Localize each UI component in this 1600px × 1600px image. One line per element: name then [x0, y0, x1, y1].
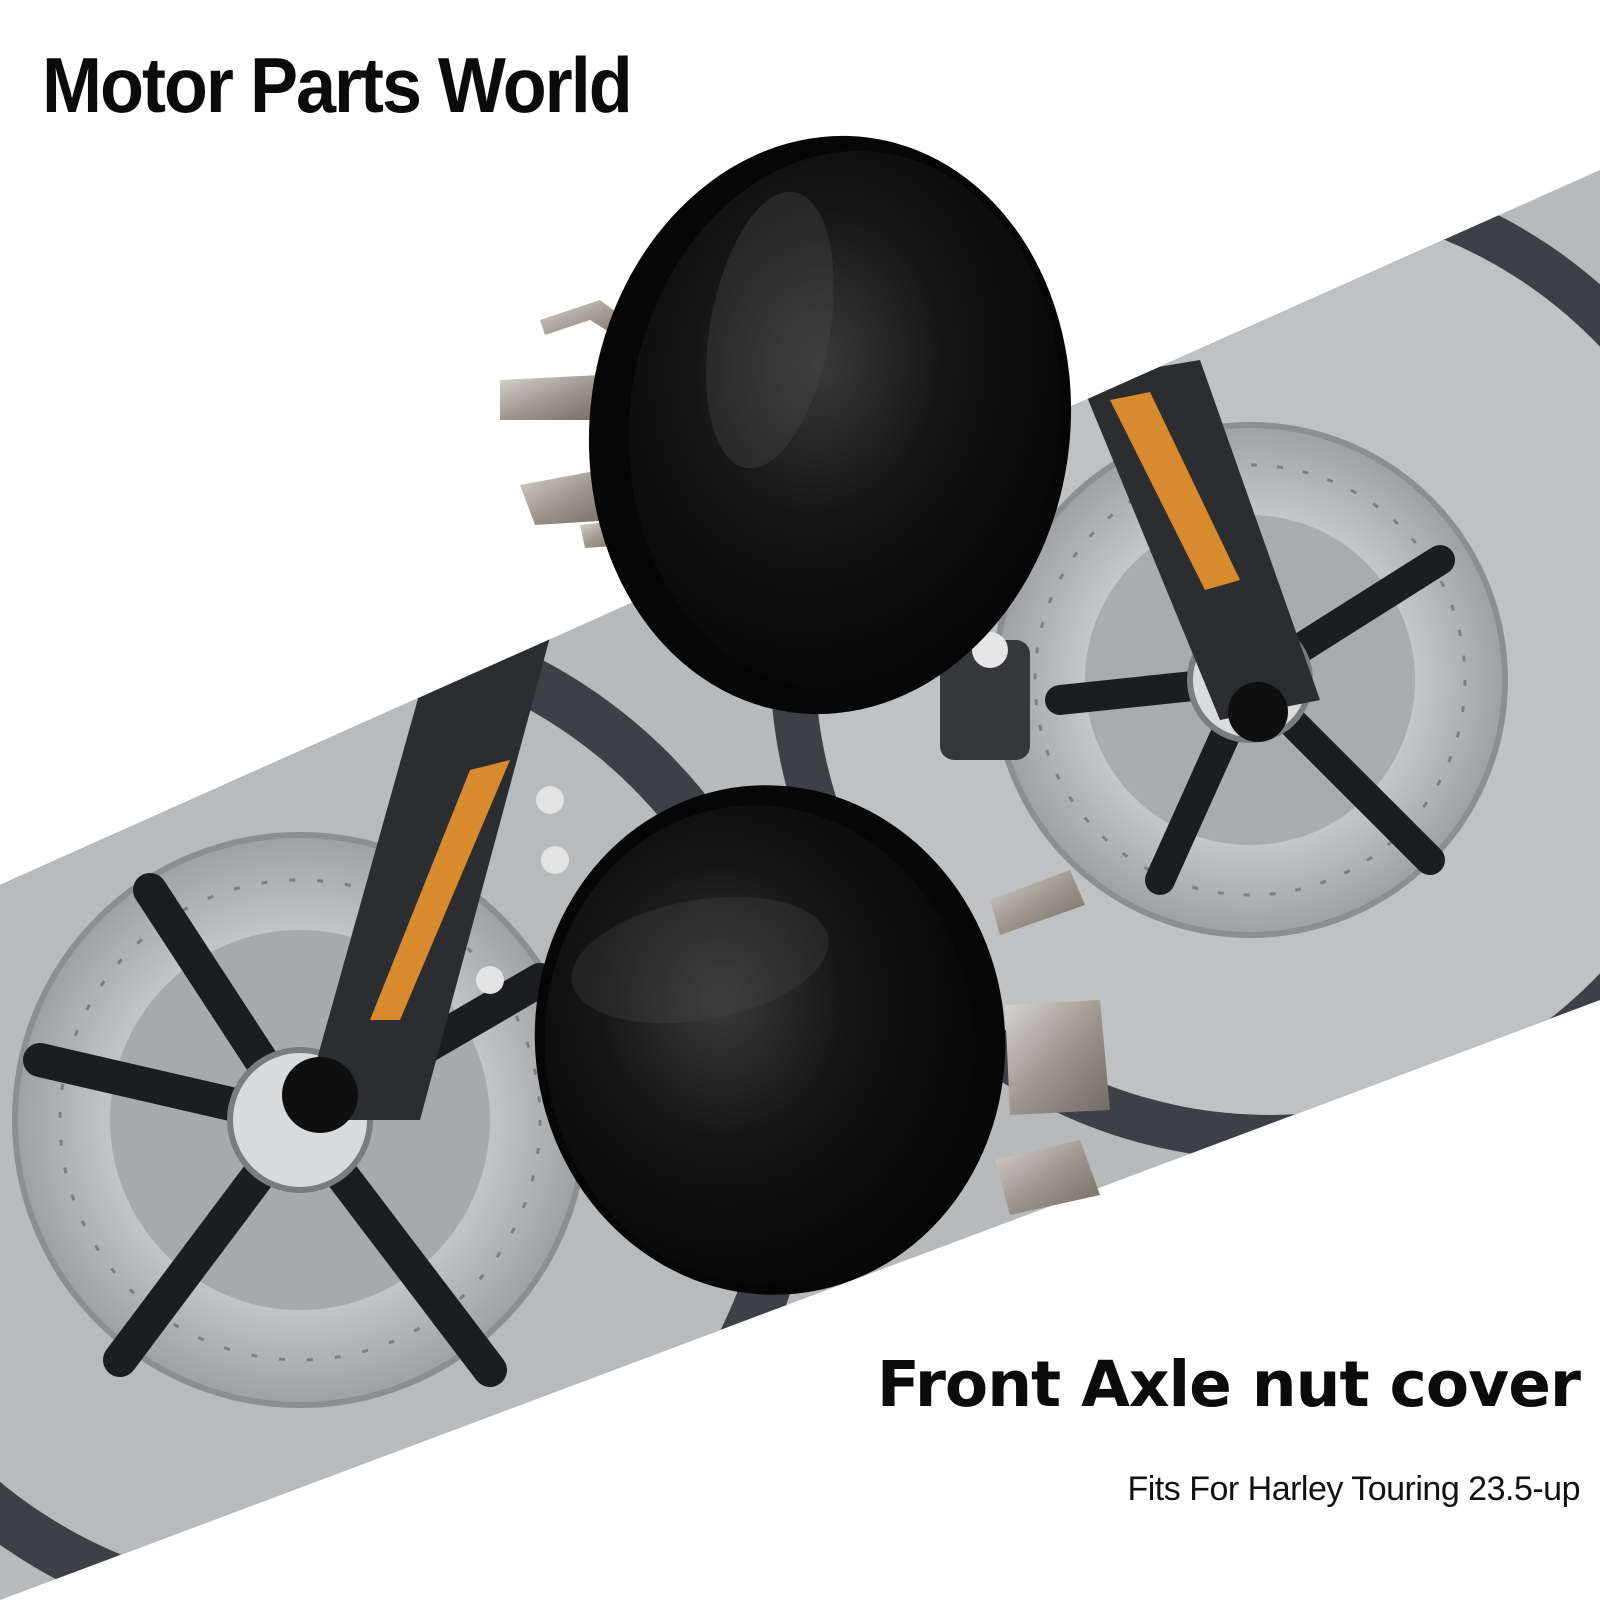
- product-title: Front Axle nut cover: [876, 1348, 1581, 1421]
- retaining-clips: [990, 870, 1110, 1215]
- brand-logo-text: Motor Parts World: [42, 43, 633, 130]
- right-fork: [940, 360, 1320, 760]
- axle-nut-cover-bottom: [534, 785, 1110, 1295]
- product-fitment: Fits For Harley Touring 23.5-up: [1127, 1470, 1580, 1508]
- axle-nut-cover-top: [500, 135, 1072, 715]
- left-fork: [282, 600, 569, 1133]
